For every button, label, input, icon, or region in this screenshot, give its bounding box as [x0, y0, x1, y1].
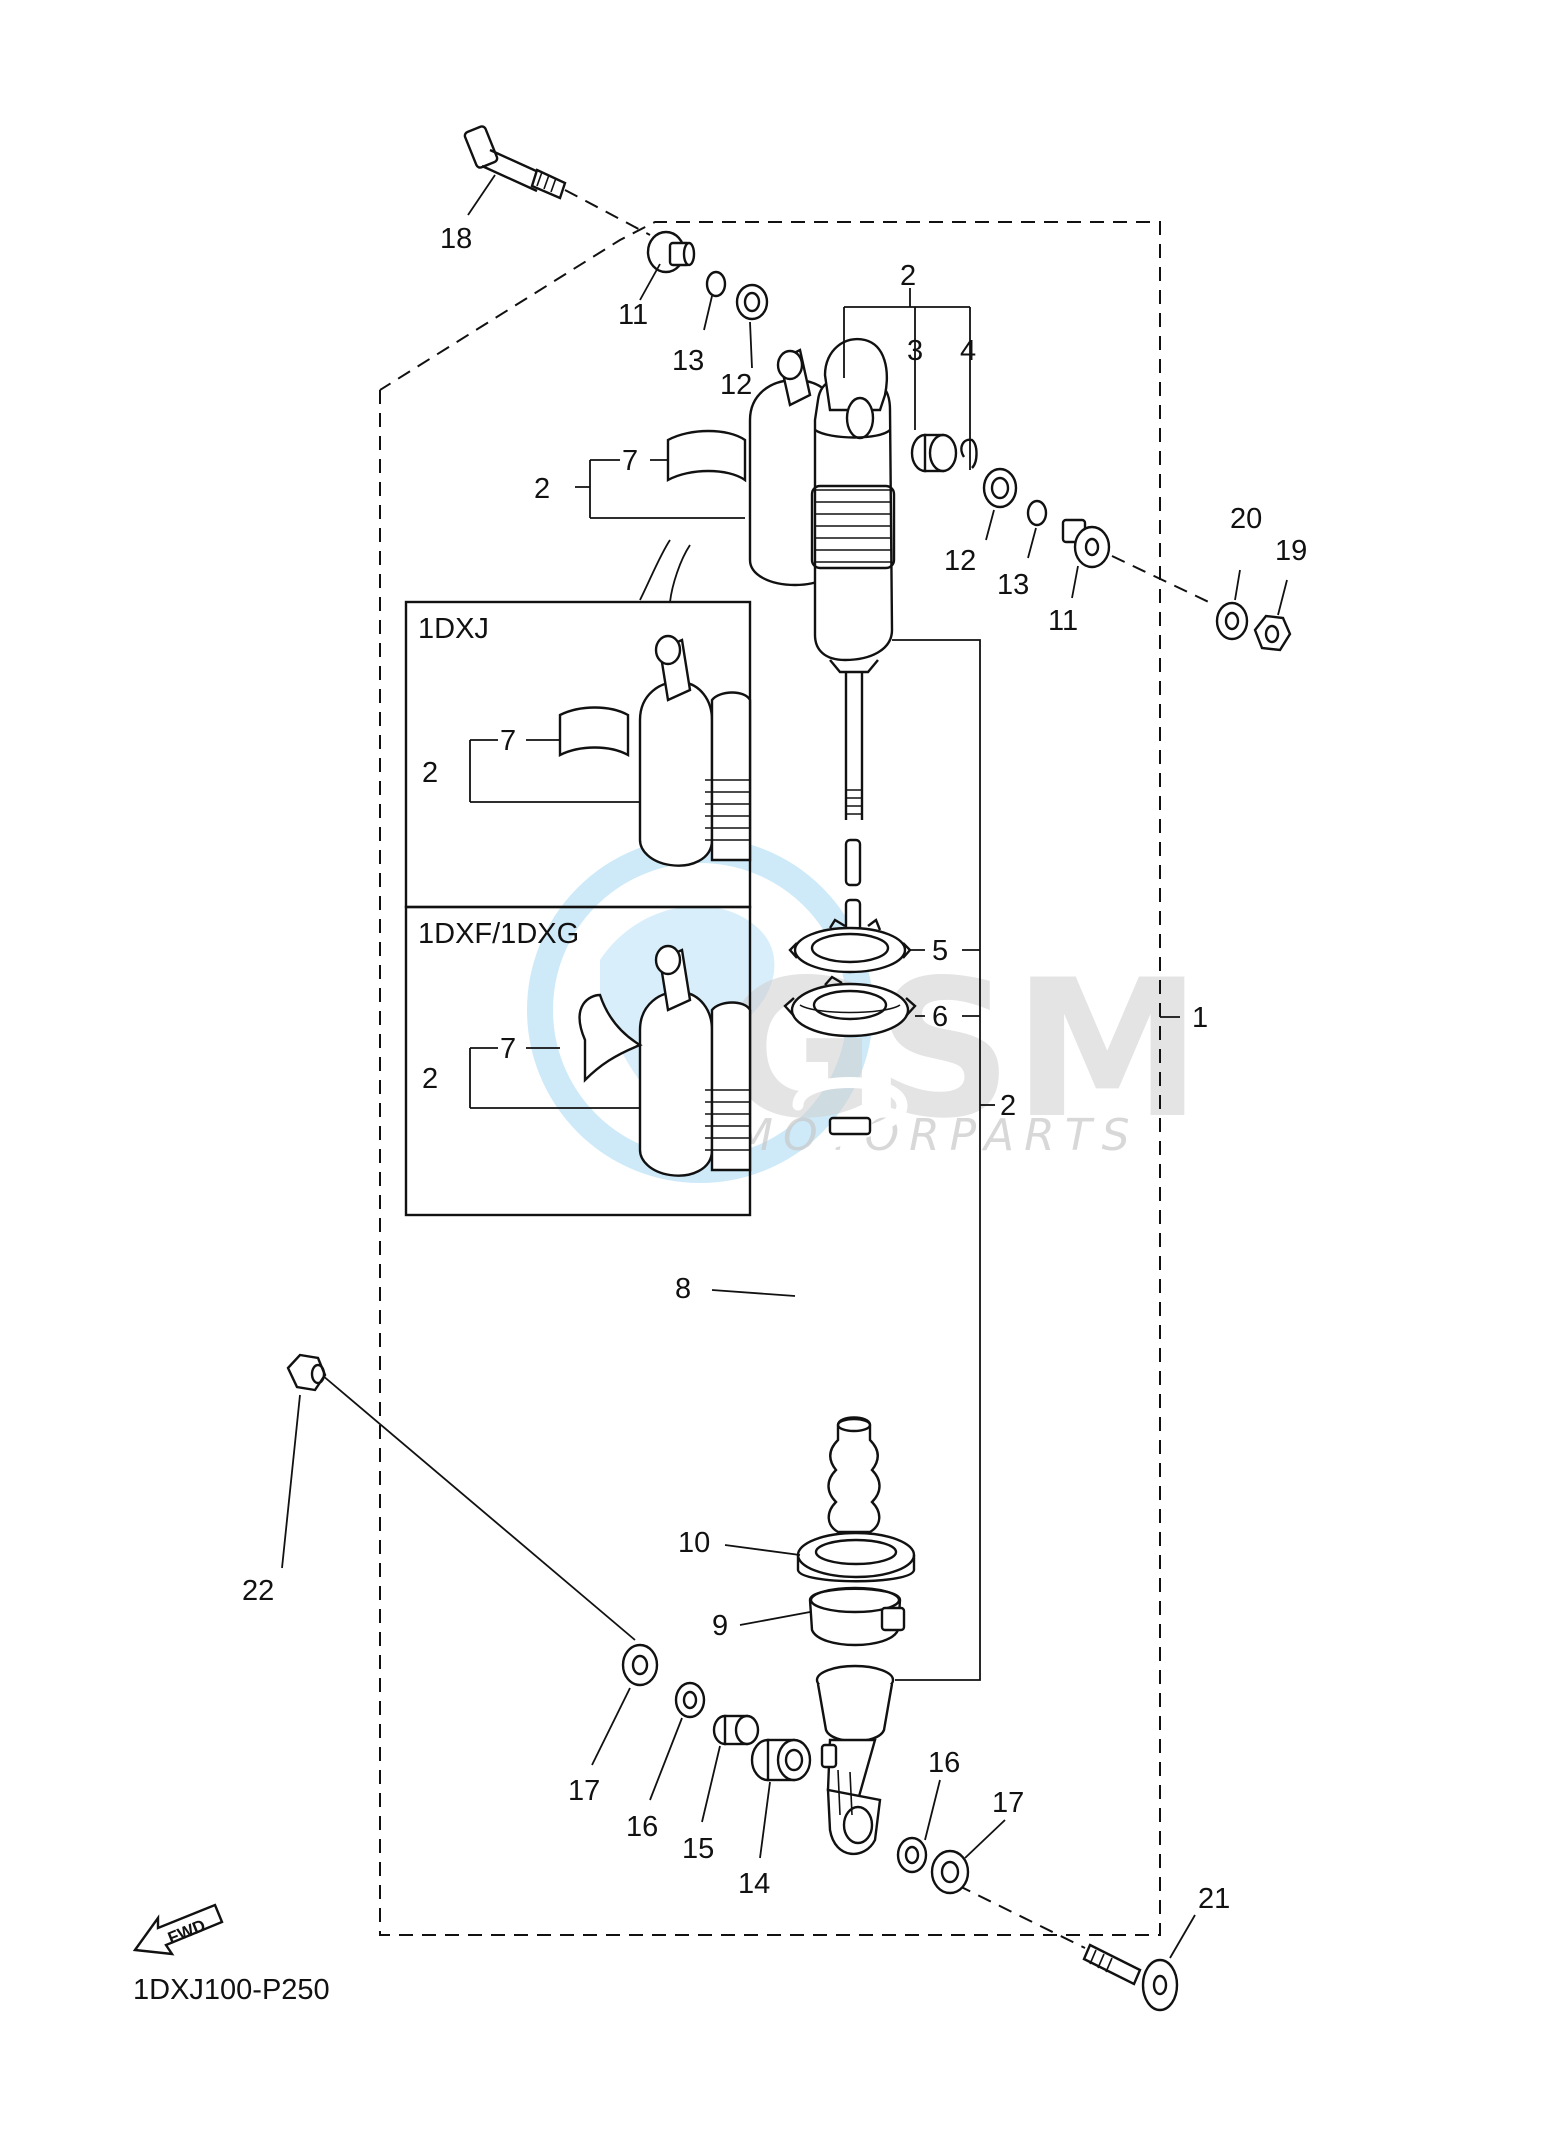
- part-6-adjuster-nut: [783, 975, 917, 1038]
- callout-2-left: 2: [534, 473, 550, 505]
- callout-2-top: 2: [900, 260, 916, 292]
- callout-17-left: 17: [568, 1775, 600, 1807]
- part-8-spring: [792, 1077, 908, 1411]
- part-13-right-oring: [1026, 499, 1048, 527]
- part-9-spring-seat: [808, 1586, 906, 1647]
- fwd-arrow: FWD: [132, 1903, 224, 1956]
- inset-box-1dxj-title: 1DXJ: [418, 613, 489, 645]
- callouts: 18 11 13 12 2 3 4 2 7 12 13 11 20 19 2 7…: [242, 223, 1307, 1915]
- callout-20: 20: [1230, 503, 1262, 535]
- callout-16-right: 16: [928, 1747, 960, 1779]
- part-14-bearing: [750, 1738, 812, 1782]
- fwd-label: FWD: [165, 1916, 208, 1948]
- part-19-nut: [1253, 614, 1292, 652]
- callout-13-right: 13: [997, 569, 1029, 601]
- part-21-bolt: [1082, 1943, 1179, 2012]
- watermark-sub: MOTORPARTS: [735, 1110, 1140, 1161]
- callout-12-left: 12: [720, 369, 752, 401]
- callout-2-box2: 2: [422, 1063, 438, 1095]
- callout-5: 5: [932, 935, 948, 967]
- callout-10: 10: [678, 1527, 710, 1559]
- callout-22: 22: [242, 1575, 274, 1607]
- callout-8: 8: [675, 1273, 691, 1305]
- part-11-right-collar: [1061, 518, 1111, 569]
- assembly-outline: [379, 221, 1161, 1936]
- part-17-right-washer: [930, 1849, 970, 1895]
- part-10-spring-guide: [796, 1531, 916, 1583]
- callout-4: 4: [960, 335, 976, 367]
- callout-11-left: 11: [618, 299, 648, 331]
- part-11-left-collar: [646, 230, 696, 274]
- callout-13-left: 13: [672, 345, 704, 377]
- part-12-right-bushing: [982, 467, 1018, 509]
- shock-body: [748, 337, 896, 942]
- part-3-collar: [910, 433, 958, 473]
- part-12-left-bushing: [735, 283, 769, 321]
- callout-7-box2: 7: [500, 1033, 516, 1065]
- part-22-nut: [286, 1353, 327, 1392]
- callout-6: 6: [932, 1001, 948, 1033]
- part-15-spacer: [712, 1714, 760, 1746]
- part-17-left-washer: [621, 1643, 659, 1687]
- part-7-label-piece: [666, 429, 747, 483]
- inset-box-1dxf-title: 1DXF/1DXG: [418, 918, 579, 950]
- callout-11-right: 11: [1048, 605, 1078, 637]
- part-bump-stop: [827, 1416, 881, 1534]
- callout-1: 1: [1192, 1002, 1208, 1034]
- callout-7-box1: 7: [500, 725, 516, 757]
- part-16-right-collar: [896, 1836, 928, 1874]
- callout-16-left: 16: [626, 1811, 658, 1843]
- inset-box-1dxj: 1DXJ: [404, 600, 752, 909]
- callout-12-right: 12: [944, 545, 976, 577]
- callout-9: 9: [712, 1610, 728, 1642]
- lower-clevis: [815, 1664, 895, 1855]
- part-5-locknut: [788, 918, 912, 974]
- callout-7-main: 7: [622, 445, 638, 477]
- part-4-circlip: [960, 438, 978, 469]
- callout-17-right: 17: [992, 1787, 1024, 1819]
- diagram-code: 1DXJ100-P250: [133, 1974, 330, 2006]
- part-20-washer: [1215, 601, 1249, 641]
- part-18-bolt: [463, 125, 567, 200]
- part-16-left-collar: [674, 1681, 706, 1719]
- callout-21: 21: [1198, 1883, 1230, 1915]
- callout-18: 18: [440, 223, 472, 255]
- inset-box-1dxf-1dxg: 1DXF/1DXG: [404, 905, 752, 1217]
- callout-15: 15: [682, 1833, 714, 1865]
- callout-14: 14: [738, 1868, 770, 1900]
- watermark-brand: GSM: [720, 939, 1202, 1160]
- callout-19: 19: [1275, 535, 1307, 567]
- callout-2-mid: 2: [1000, 1090, 1016, 1122]
- part-13-left-oring: [705, 270, 727, 298]
- callout-2-box1: 2: [422, 757, 438, 789]
- callout-3: 3: [907, 335, 923, 367]
- bracket-lines: [281, 174, 1288, 1959]
